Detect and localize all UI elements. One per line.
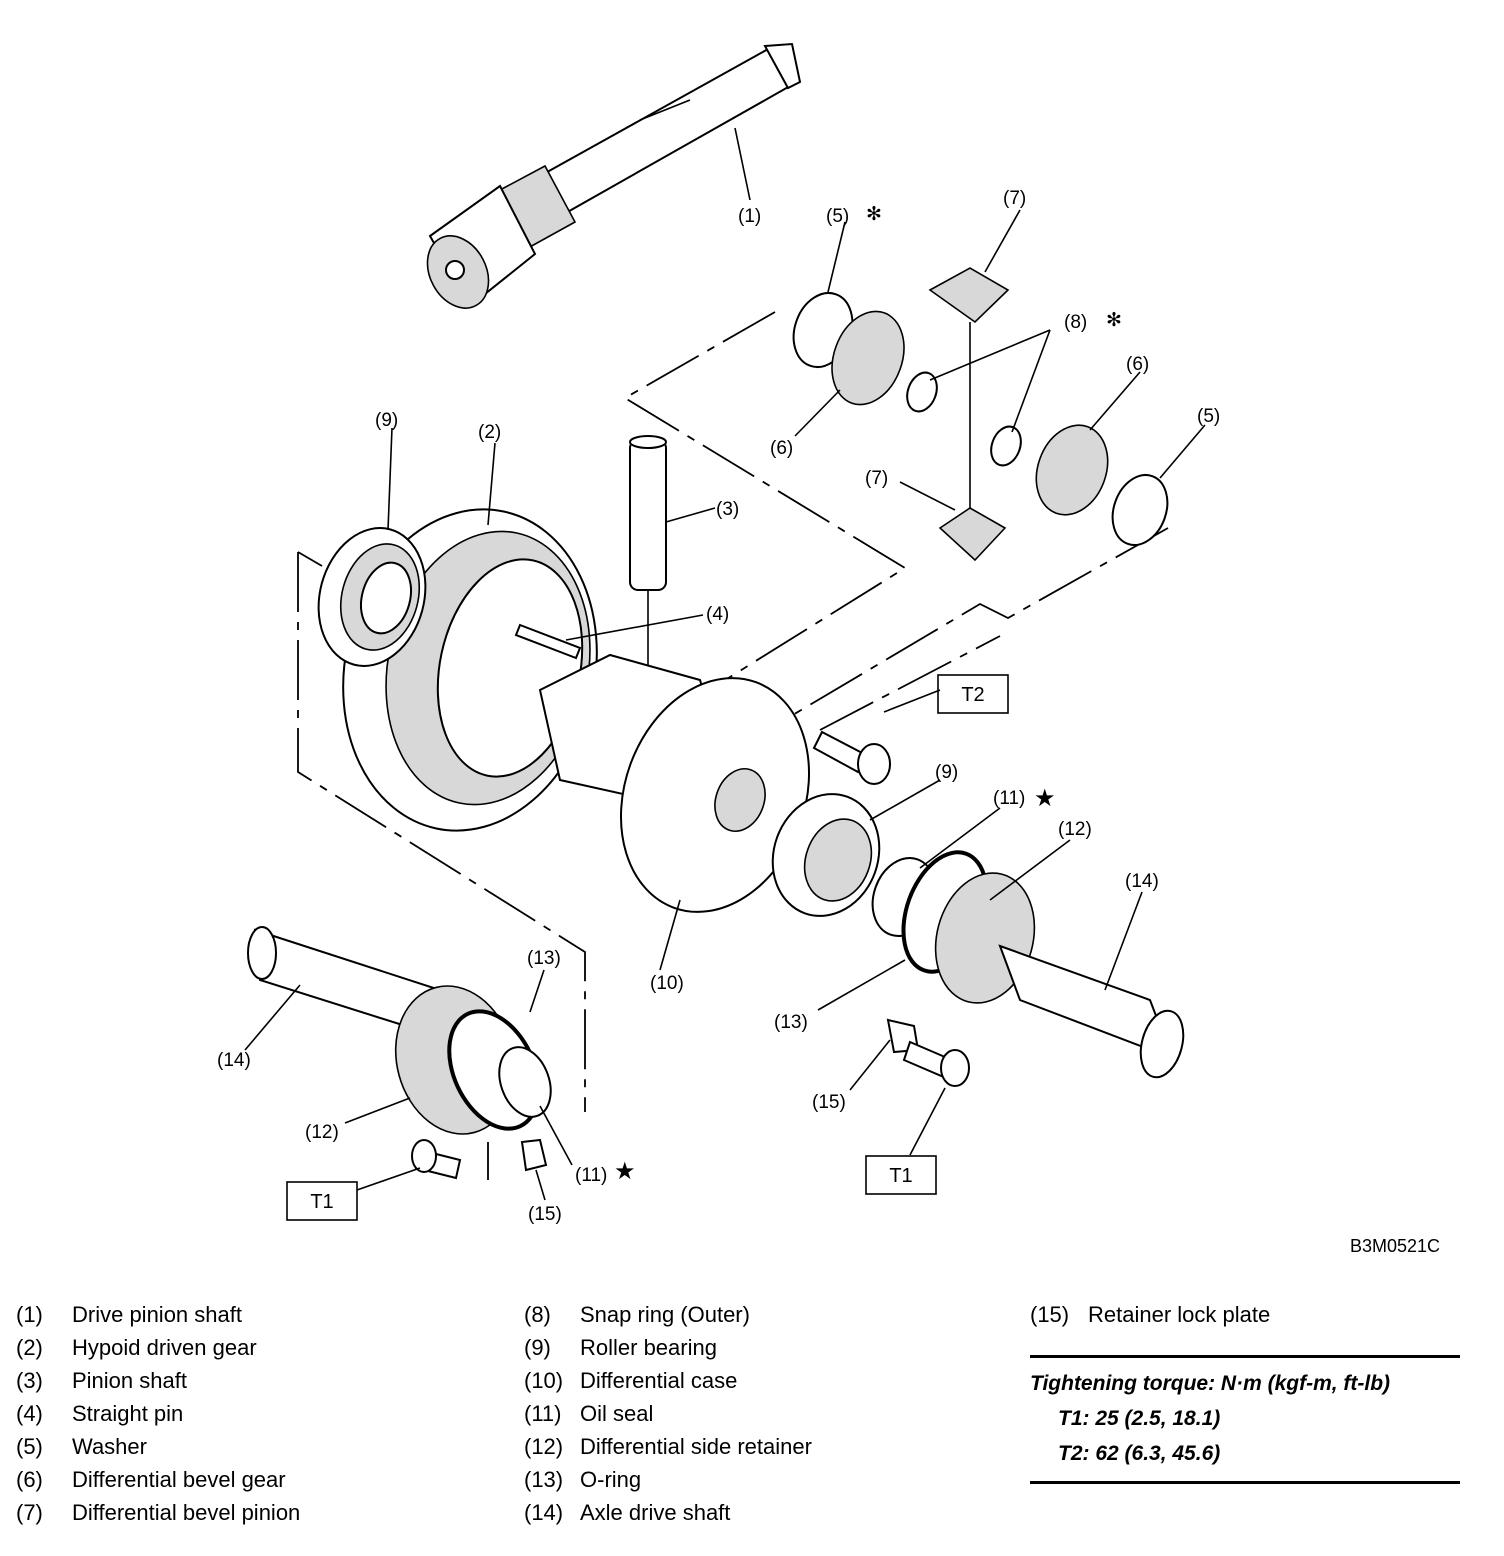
legend-item: (1)Drive pinion shaft: [16, 1302, 242, 1327]
callout-13-right: (13): [774, 1012, 808, 1033]
legend-item: (2)Hypoid driven gear: [16, 1335, 257, 1360]
legend-item: (8)Snap ring (Outer): [524, 1302, 750, 1327]
legend-item: (13)O-ring: [524, 1467, 642, 1492]
legend-item: (6)Differential bevel gear: [16, 1467, 286, 1492]
svg-text:T1: T1: [310, 1191, 333, 1213]
callout-13-left: (13): [527, 948, 561, 969]
legend-item: (4)Straight pin: [16, 1401, 184, 1426]
legend-item: (15)Retainer lock plate: [1030, 1302, 1271, 1327]
callout-15-left: (15): [528, 1204, 562, 1225]
callout-12-left: (12): [305, 1122, 339, 1143]
legend-item: (5)Washer: [16, 1434, 147, 1459]
roller-bearing-left: [317, 527, 427, 667]
callout-7-upper: (7): [1003, 188, 1026, 209]
callout-5-right: (5): [1197, 406, 1220, 427]
callout-3: (3): [716, 499, 739, 520]
callout-12-right: (12): [1058, 819, 1092, 840]
straight-pin: [514, 623, 582, 660]
legend-item: (12)Differential side retainer: [524, 1434, 812, 1459]
callout-1: (1): [738, 206, 761, 227]
left-side-assembly: [247, 926, 552, 1180]
callout-11-star: ★: [1034, 785, 1056, 812]
svg-text:T1: T1: [889, 1165, 912, 1187]
legend-item: (11)Oil seal: [524, 1401, 654, 1426]
legend-item: (3)Pinion shaft: [16, 1368, 187, 1393]
callout-9-left: (9): [375, 410, 398, 431]
torque-box-t1-right: T1: [865, 1155, 937, 1195]
leader-lines: [244, 127, 1206, 1201]
callout-11-right: (11): [993, 788, 1025, 809]
callout-7-lower: (7): [865, 468, 888, 489]
figure-code: B3M0521C: [1350, 1236, 1441, 1256]
callout-15-right: (15): [812, 1092, 846, 1113]
assembly-boundary-lines: [297, 311, 1169, 1180]
tightening-torque-box: Tightening torque: N·m (kgf-m, ft-lb) T1…: [1030, 1355, 1460, 1484]
callout-labels: (1) (5) ✻ (7) (8) ✻ (6) (5) (6) (7) (9) …: [217, 188, 1220, 1225]
callout-14-right: (14): [1125, 871, 1159, 892]
callout-5-asterisk: ✻: [866, 204, 882, 225]
legend-column-3: (15)Retainer lock plate: [1030, 1298, 1270, 1331]
torque-box-t2: T2: [937, 674, 1009, 714]
torque-t2: T2: 62 (6.3, 45.6): [1058, 1442, 1221, 1465]
legend-item: (10)Differential case: [524, 1368, 738, 1393]
roller-bearing-right: [771, 793, 881, 917]
drive-pinion-shaft: [426, 42, 802, 309]
callout-5-upper: (5): [826, 206, 849, 227]
differential-gears-cluster: [792, 267, 1169, 562]
legend-item: (14)Axle drive shaft: [524, 1500, 731, 1525]
torque-t1: T1: 25 (2.5, 18.1): [1058, 1407, 1221, 1430]
callout-2: (2): [478, 422, 501, 443]
svg-text:T2: T2: [961, 684, 984, 706]
t2-bolt: [812, 730, 891, 785]
differential-case: [538, 653, 811, 913]
callout-8: (8): [1064, 312, 1087, 333]
callout-14-left: (14): [217, 1050, 251, 1071]
callout-4: (4): [706, 604, 729, 625]
callout-8-asterisk: ✻: [1106, 310, 1122, 331]
callout-11-left-star: ★: [614, 1158, 636, 1185]
pinion-shaft: [629, 435, 667, 685]
callout-10: (10): [650, 973, 684, 994]
legend-column-1: (1)Drive pinion shaft (2)Hypoid driven g…: [16, 1298, 300, 1529]
callout-6-left: (6): [770, 438, 793, 459]
legend-item: (9)Roller bearing: [524, 1335, 717, 1360]
torque-box-t1-left: T1: [286, 1181, 358, 1221]
callout-11-left: (11): [575, 1165, 607, 1186]
right-side-assembly: [871, 850, 1185, 1079]
legend-column-2: (8)Snap ring (Outer) (9)Roller bearing (…: [524, 1298, 812, 1529]
right-lock-plate-and-bolt: [886, 1018, 970, 1087]
legend-item: (7)Differential bevel pinion: [16, 1500, 301, 1525]
exploded-differential-diagram: T2 T1 T1: [217, 42, 1220, 1225]
torque-title: Tightening torque: N·m (kgf-m, ft-lb): [1030, 1372, 1391, 1395]
callout-9-right: (9): [935, 762, 958, 783]
callout-6-right: (6): [1126, 354, 1149, 375]
